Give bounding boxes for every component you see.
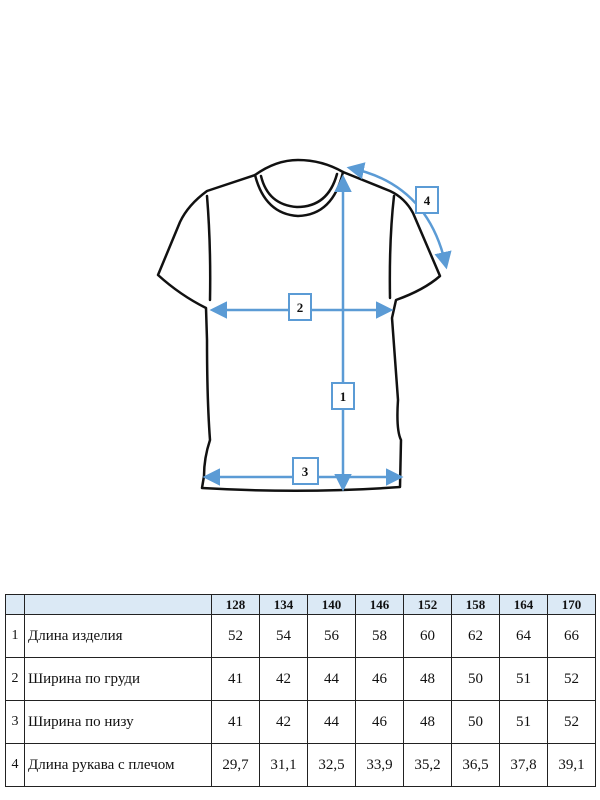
value-cell: 36,5 — [451, 743, 500, 787]
size-header: 128 — [211, 594, 260, 615]
row-number: 1 — [5, 614, 25, 658]
svg-text:1: 1 — [340, 389, 347, 404]
value-cell: 33,9 — [355, 743, 404, 787]
row-number: 2 — [5, 657, 25, 701]
value-cell: 35,2 — [403, 743, 452, 787]
value-cell: 31,1 — [259, 743, 308, 787]
size-header-row: 128 134 140 146 152 158 164 170 — [5, 594, 596, 615]
value-cell: 60 — [403, 614, 452, 658]
value-cell: 64 — [499, 614, 548, 658]
marker-chest-width: 2 — [288, 293, 312, 321]
value-cell: 66 — [547, 614, 596, 658]
size-header: 146 — [355, 594, 404, 615]
size-header: 134 — [259, 594, 308, 615]
size-header: 152 — [403, 594, 452, 615]
size-chart-table: 128 134 140 146 152 158 164 170 1 Длина … — [5, 594, 596, 787]
size-header: 170 — [547, 594, 596, 615]
parameter-name: Длина рукава с плечом — [24, 743, 212, 787]
value-cell: 44 — [307, 700, 356, 744]
value-cell: 39,1 — [547, 743, 596, 787]
value-cell: 41 — [211, 700, 260, 744]
row-number: 3 — [5, 700, 25, 744]
value-cell: 52 — [547, 700, 596, 744]
value-cell: 50 — [451, 657, 500, 701]
svg-text:4: 4 — [424, 193, 431, 208]
parameter-name: Ширина по груди — [24, 657, 212, 701]
value-cell: 51 — [499, 657, 548, 701]
size-header: 164 — [499, 594, 548, 615]
value-cell: 46 — [355, 700, 404, 744]
size-header: 158 — [451, 594, 500, 615]
row-number: 4 — [5, 743, 25, 787]
parameter-name: Длина изделия — [24, 614, 212, 658]
marker-length: 1 — [331, 382, 355, 410]
value-cell: 52 — [211, 614, 260, 658]
value-cell: 58 — [355, 614, 404, 658]
value-cell: 54 — [259, 614, 308, 658]
parameter-name: Ширина по низу — [24, 700, 212, 744]
value-cell: 48 — [403, 700, 452, 744]
value-cell: 51 — [499, 700, 548, 744]
marker-sleeve-length: 4 — [415, 186, 439, 214]
svg-text:3: 3 — [302, 464, 309, 479]
table-row: 3 Ширина по низу 41 42 44 46 48 50 51 52 — [5, 700, 596, 744]
value-cell: 42 — [259, 700, 308, 744]
header-blank-name — [24, 594, 212, 615]
value-cell: 42 — [259, 657, 308, 701]
table-row: 4 Длина рукава с плечом 29,7 31,1 32,5 3… — [5, 743, 596, 787]
size-header: 140 — [307, 594, 356, 615]
value-cell: 52 — [547, 657, 596, 701]
value-cell: 32,5 — [307, 743, 356, 787]
svg-text:2: 2 — [297, 300, 304, 315]
tshirt-outline — [156, 158, 442, 493]
value-cell: 46 — [355, 657, 404, 701]
value-cell: 48 — [403, 657, 452, 701]
measurement-lines — [202, 162, 452, 492]
value-cell: 50 — [451, 700, 500, 744]
tshirt-measurement-diagram: 1 2 3 4 — [156, 158, 452, 493]
header-blank-num — [5, 594, 25, 615]
value-cell: 44 — [307, 657, 356, 701]
table-row: 2 Ширина по груди 41 42 44 46 48 50 51 5… — [5, 657, 596, 701]
value-cell: 37,8 — [499, 743, 548, 787]
value-cell: 56 — [307, 614, 356, 658]
value-cell: 41 — [211, 657, 260, 701]
value-cell: 29,7 — [211, 743, 260, 787]
value-cell: 62 — [451, 614, 500, 658]
marker-hem-width: 3 — [292, 457, 319, 485]
table-row: 1 Длина изделия 52 54 56 58 60 62 64 66 — [5, 614, 596, 658]
sleeve-length-line — [346, 162, 452, 270]
